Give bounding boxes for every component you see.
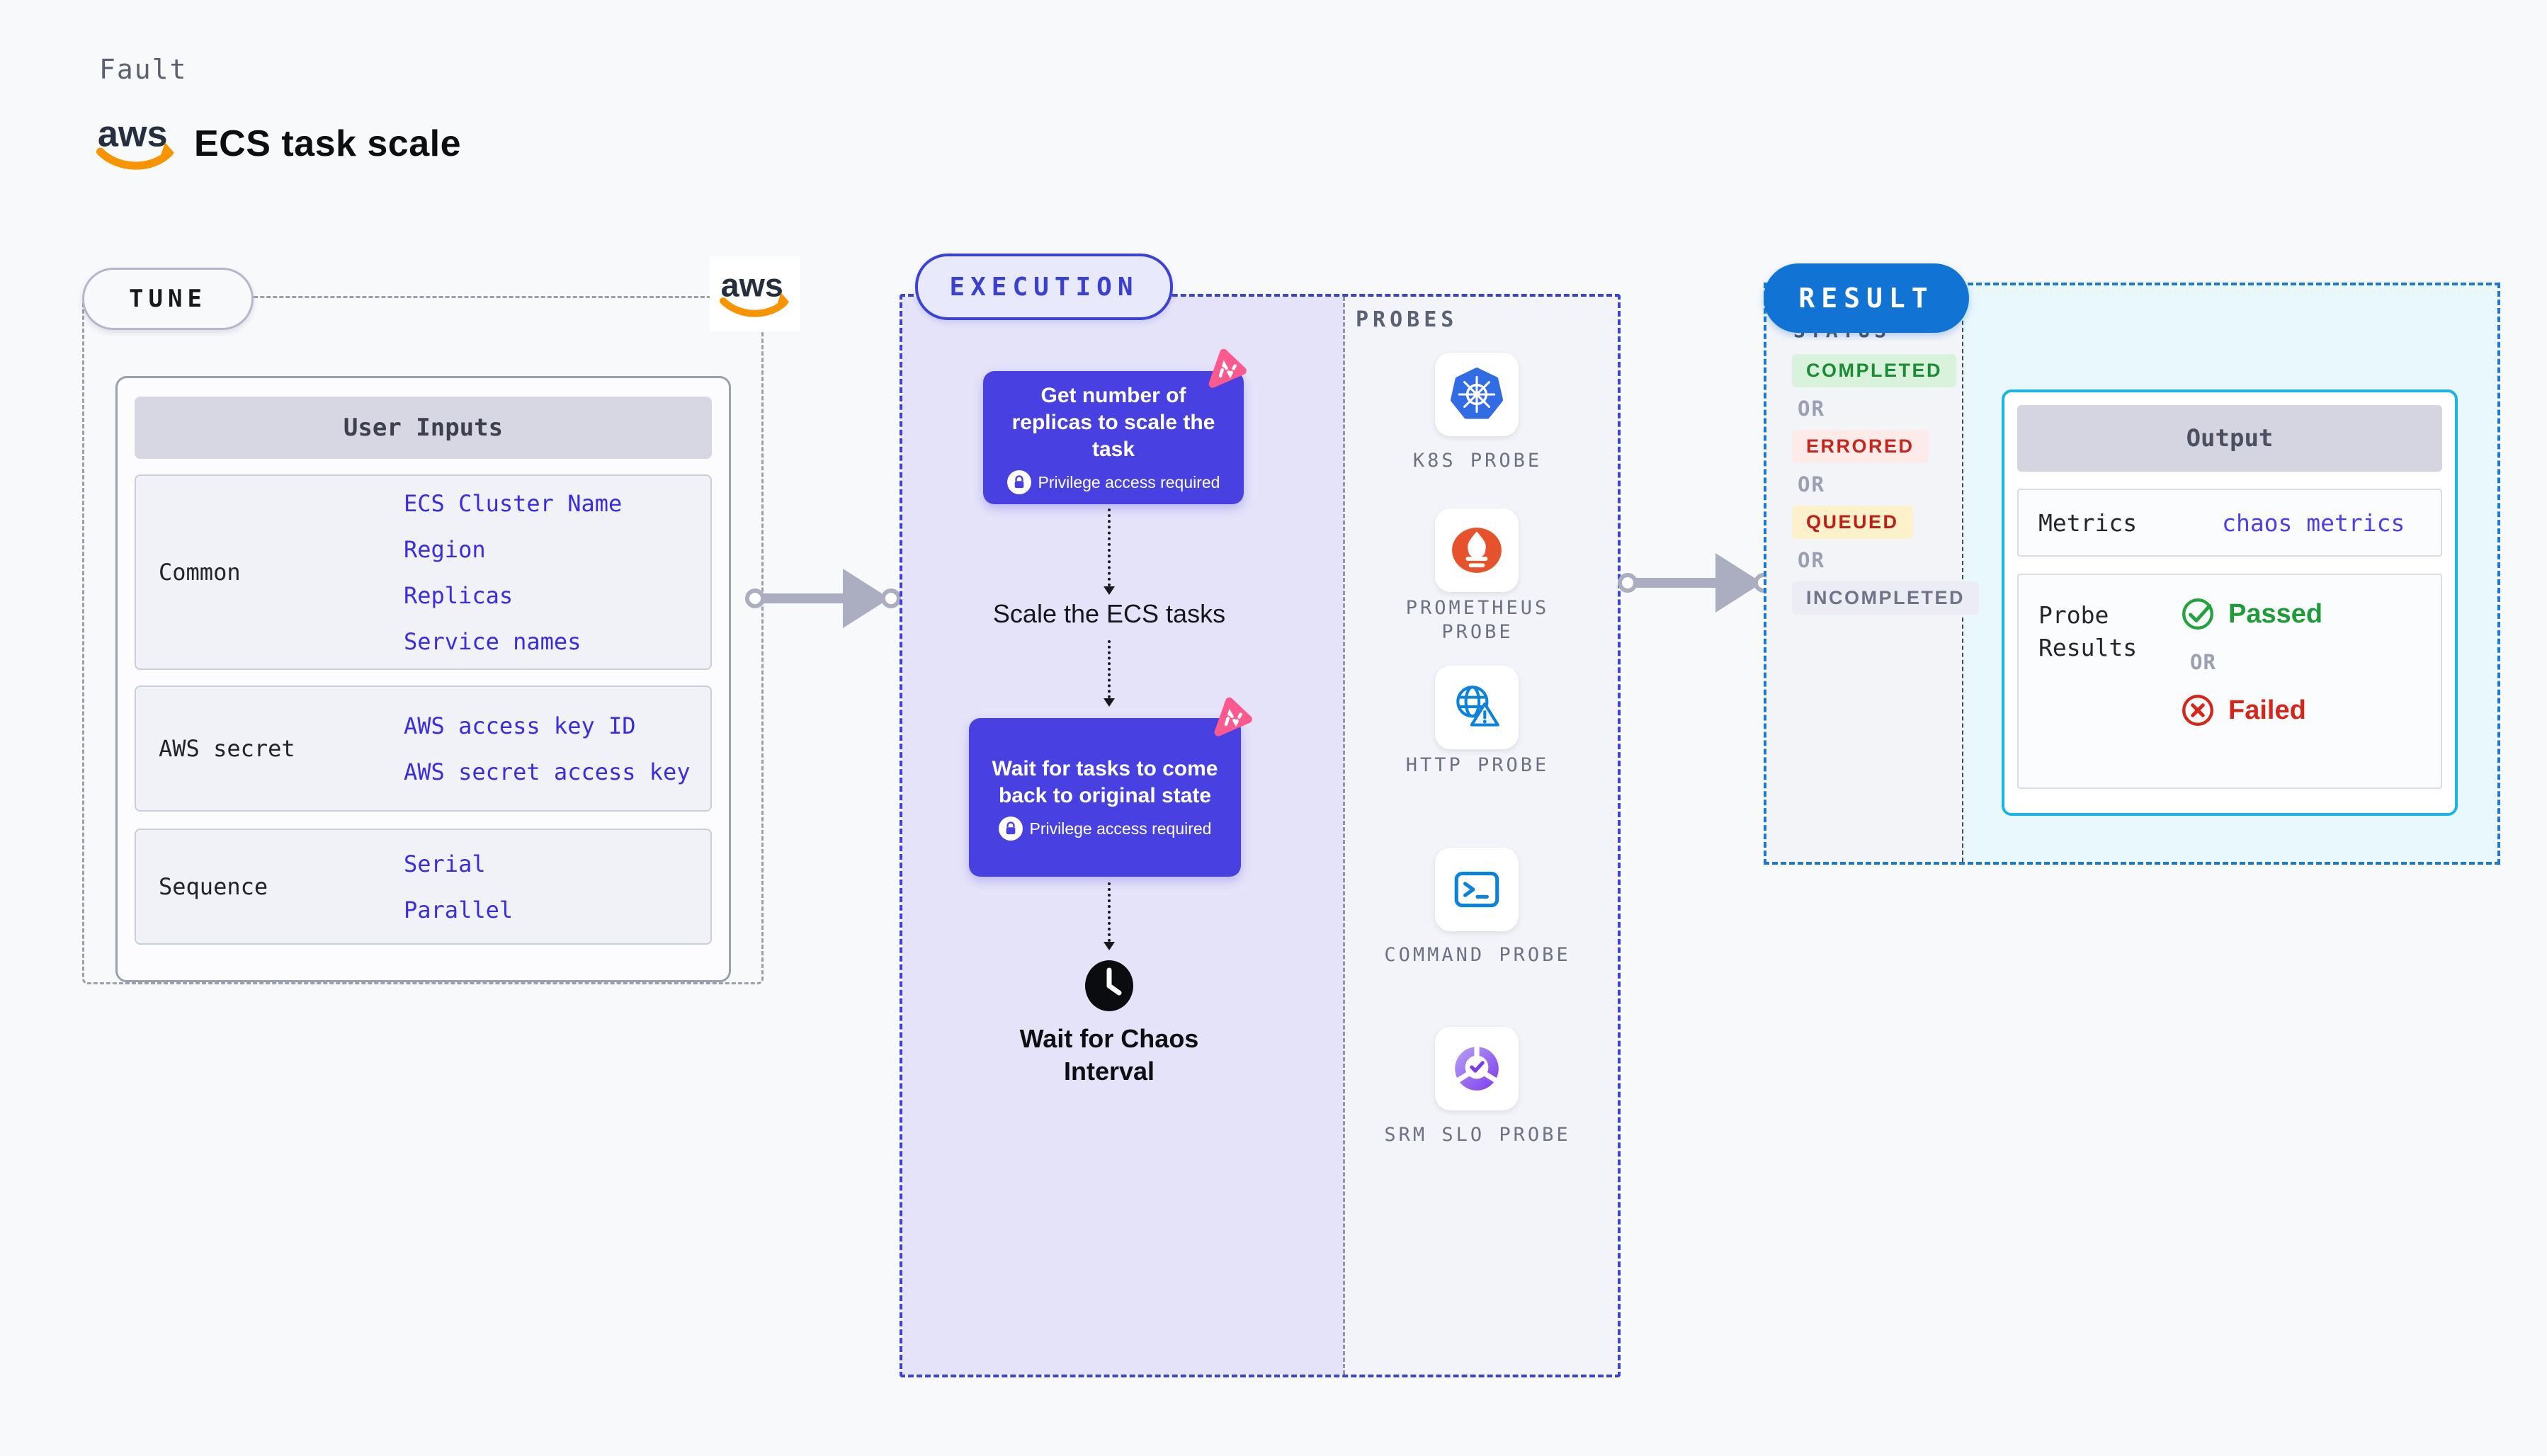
check-circle-icon — [2182, 598, 2213, 630]
lock-icon — [1006, 470, 1031, 494]
probe-results-label: Probe Results — [2038, 601, 2138, 661]
page-title: ECS task scale — [194, 123, 462, 164]
passed-label: Passed — [2228, 598, 2323, 629]
or-separator: OR — [1798, 548, 1825, 572]
lock-icon — [998, 817, 1023, 841]
status-badges: COMPLETED OR ERRORED OR QUEUED OR INCOMP… — [1792, 354, 1980, 615]
command-probe-card — [1435, 848, 1519, 931]
probe-results-values: Passed OR Failed — [2180, 596, 2322, 728]
input-group-values: Serial Parallel — [348, 851, 710, 923]
failed-line: Failed — [2180, 693, 2322, 728]
wait-chaos-interval-label: Wait for Chaos Interval — [1019, 1024, 1199, 1086]
probes-heading: PROBES — [1356, 307, 1458, 332]
x-circle-icon — [2182, 695, 2213, 726]
input-option: ECS Cluster Name — [404, 489, 623, 517]
input-group-label: Sequence — [159, 873, 268, 900]
input-option: AWS secret access key — [404, 758, 691, 785]
step-title: Wait for tasks to come back to original … — [992, 757, 1218, 807]
or-separator: OR — [1798, 397, 1825, 421]
input-option: Replicas — [404, 581, 514, 609]
failed-label: Failed — [2228, 695, 2306, 725]
input-option: Service names — [404, 627, 582, 655]
input-group-sequence: Sequence Serial Parallel — [135, 829, 712, 945]
clock-icon — [1082, 957, 1136, 1018]
result-pill-label: RESULT — [1798, 283, 1934, 314]
chaos-fork-icon — [1208, 348, 1247, 388]
dotted-connector — [1108, 508, 1111, 586]
privilege-row: Privilege access required — [998, 817, 1212, 841]
tune-section-outline — [82, 296, 764, 984]
probe-results-row: Probe Results Passed OR Faile — [2017, 574, 2442, 789]
status-badge-errored: ERRORED — [1792, 430, 1929, 463]
status-badge-incompleted: INCOMPLETED — [1792, 581, 1980, 615]
probe-label: HTTP PROBE — [1405, 754, 1550, 776]
svg-text:aws: aws — [721, 266, 783, 303]
privilege-row: Privilege access required — [1006, 470, 1220, 494]
privilege-label: Privilege access required — [1038, 472, 1220, 491]
user-inputs-header: User Inputs — [135, 397, 712, 459]
fault-kicker: Fault — [99, 54, 188, 85]
aws-logo-small-box: aws — [710, 256, 800, 331]
prometheus-probe-card — [1435, 508, 1519, 592]
passed-line: Passed — [2180, 596, 2322, 632]
user-inputs-card: User Inputs Common ECS Cluster Name Regi… — [115, 376, 731, 982]
input-option: Region — [404, 535, 486, 563]
probe-label: COMMAND PROBE — [1384, 944, 1571, 966]
input-group-values: ECS Cluster Name Region Replicas Service… — [348, 490, 710, 655]
prometheus-icon — [1452, 528, 1502, 573]
terminal-icon — [1454, 871, 1499, 908]
probes-panel — [1343, 297, 1618, 1375]
scale-tasks-label: Scale the ECS tasks — [992, 599, 1226, 628]
tune-pill-label: TUNE — [129, 285, 207, 313]
arrowhead-icon — [1104, 586, 1115, 595]
input-group-values: AWS access key ID AWS secret access key — [348, 712, 710, 785]
input-option: AWS access key ID — [404, 712, 636, 739]
or-separator: OR — [1798, 472, 1825, 496]
step-get-replicas: Get number of replicas to scale the task… — [983, 371, 1244, 504]
metrics-row: Metrics chaos metrics — [2017, 489, 2442, 557]
title-row: aws ECS task scale — [96, 113, 461, 174]
arrowhead-icon — [1104, 698, 1115, 707]
tune-pill: TUNE — [82, 268, 254, 330]
kubernetes-icon — [1450, 368, 1504, 419]
or-separator: OR — [2190, 650, 2216, 674]
input-option: Serial — [404, 850, 486, 877]
srm-slo-probe-card — [1435, 1027, 1519, 1110]
result-pill: RESULT — [1764, 263, 1969, 333]
privilege-label: Privilege access required — [1029, 819, 1212, 838]
dotted-connector — [1108, 882, 1111, 942]
http-probe-card — [1435, 666, 1519, 749]
metrics-label: Metrics — [2038, 508, 2138, 537]
arrow-execution-to-result — [1618, 553, 1774, 613]
input-group-common: Common ECS Cluster Name Region Replicas … — [135, 474, 712, 670]
k8s-probe-card — [1435, 353, 1519, 436]
slo-pie-icon — [1454, 1045, 1499, 1091]
arrowhead-icon — [1104, 942, 1115, 950]
status-badge-queued: QUEUED — [1792, 506, 1913, 539]
status-badge-completed: COMPLETED — [1792, 354, 1957, 387]
input-option: Parallel — [404, 896, 514, 923]
svg-text:aws: aws — [98, 114, 168, 155]
execution-pill-label: EXECUTION — [949, 272, 1139, 302]
chaos-fork-icon — [1214, 697, 1252, 736]
step-wait-original-state: Wait for tasks to come back to original … — [969, 718, 1241, 877]
metrics-value: chaos metrics — [2222, 508, 2405, 537]
execution-pill: EXECUTION — [915, 254, 1173, 320]
step-title: Get number of replicas to scale the task — [1011, 384, 1215, 461]
arrow-tune-to-execution — [745, 569, 901, 628]
output-card: Output Metrics chaos metrics Probe Resul… — [2002, 389, 2458, 816]
http-globe-icon — [1456, 686, 1499, 727]
input-group-aws-secret: AWS secret AWS access key ID AWS secret … — [135, 686, 712, 812]
probe-label: K8S PROBE — [1412, 450, 1543, 472]
aws-logo-icon: aws — [720, 266, 790, 317]
dotted-connector — [1108, 640, 1111, 698]
output-header: Output — [2017, 405, 2442, 472]
input-group-label: AWS secret — [159, 735, 295, 762]
input-group-label: Common — [159, 559, 241, 586]
probe-label: SRM SLO PROBE — [1384, 1124, 1571, 1146]
aws-logo: aws — [96, 114, 175, 170]
probe-label: PROMETHEUS PROBE — [1405, 597, 1550, 643]
